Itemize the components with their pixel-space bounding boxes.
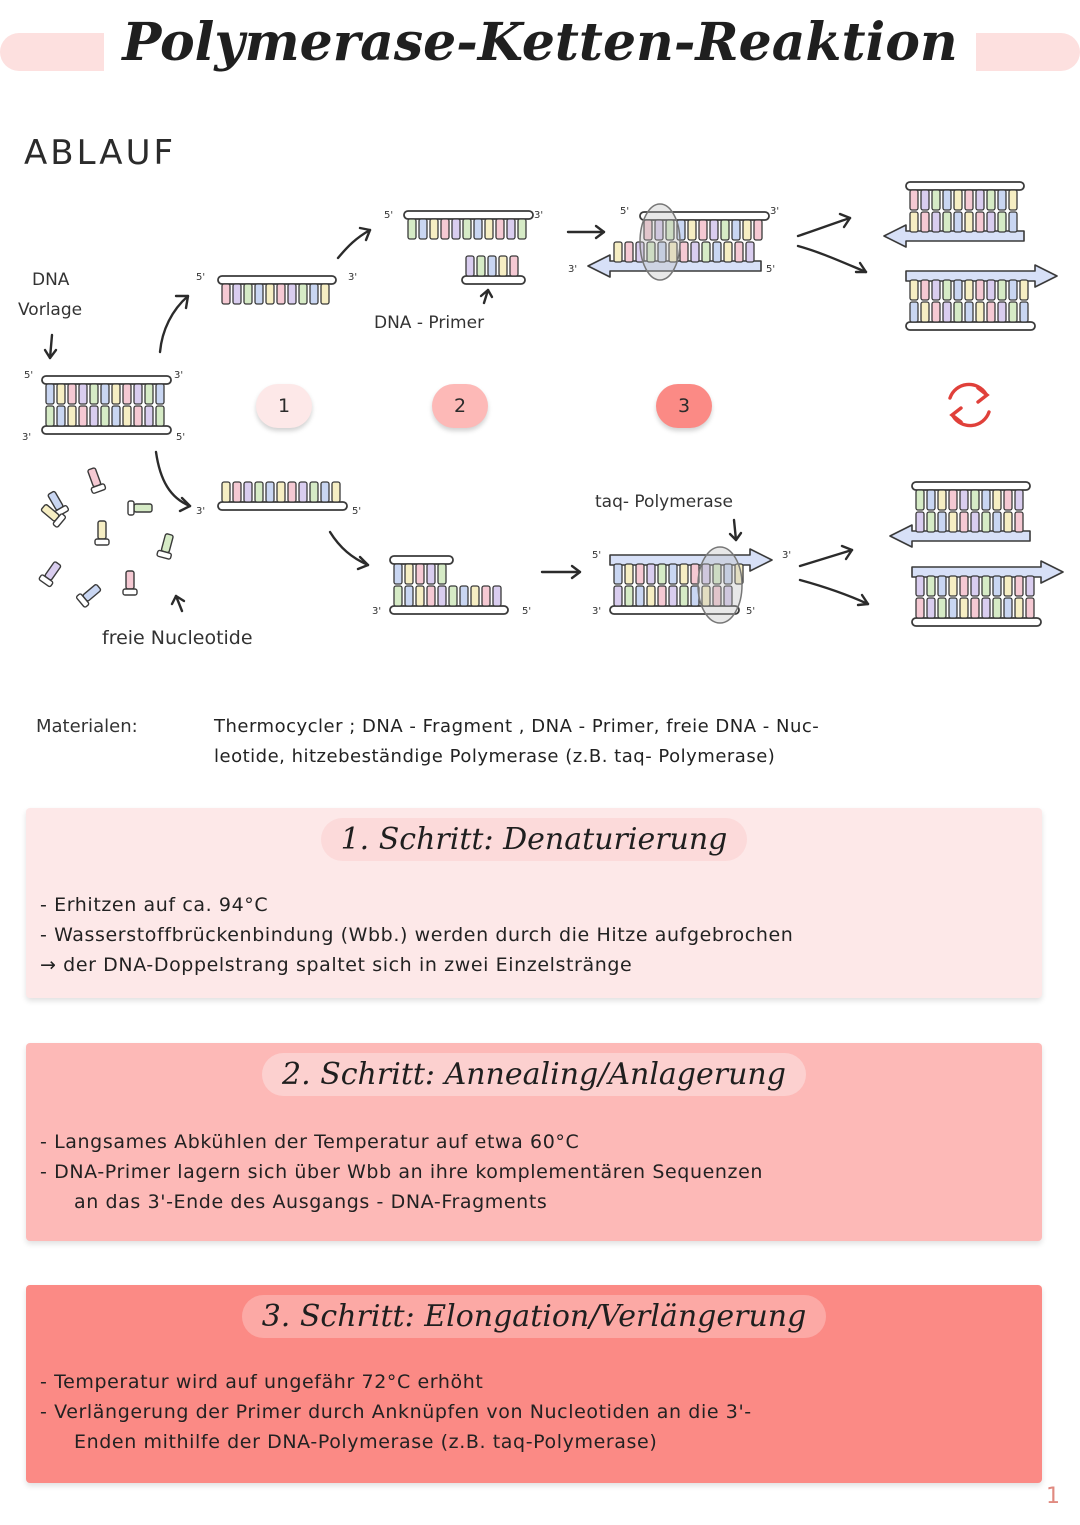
dna-strand-18 bbox=[911, 560, 1064, 597]
strand-end-label: 3' bbox=[534, 210, 543, 221]
dna-strand-12 bbox=[905, 181, 1025, 211]
free-nucleotide bbox=[38, 561, 62, 588]
dna-strand-13 bbox=[883, 211, 1025, 248]
materials-line-2: leotide, hitzebeständige Polymerase (z.B… bbox=[214, 746, 776, 767]
dna-strand-9 bbox=[587, 241, 762, 278]
strand-end-label: 3' bbox=[568, 264, 577, 275]
pcr-diagram: 5' 3' 3' 5' 5' 3' 3' 5' 5' 3' 3' 5' 5' 3' 3' 5' 5' 3' 3' 5' bbox=[22, 181, 1064, 627]
dna-strand-4 bbox=[403, 210, 534, 240]
step-1-line-2: Wasserstoffbrückenbindung (Wbb.) werden … bbox=[40, 920, 1030, 950]
strand-end-labels: 5' 3' 3' 5' 5' 3' 3' 5' 5' 3' 3' 5' 5' 3' 3' 5' 5' 3' 3' 5' bbox=[22, 206, 791, 617]
dna-strand-1 bbox=[41, 405, 172, 435]
strand-end-label: 5' bbox=[24, 370, 33, 381]
dna-strand-19 bbox=[911, 597, 1042, 627]
label-freie-nucleotide: freie Nucleotide bbox=[102, 627, 253, 649]
step-2-line-3: an das 3'-Ende des Ausgangs - DNA-Fragme… bbox=[74, 1191, 548, 1213]
dna-strand-10 bbox=[609, 548, 773, 585]
strand-end-label: 5' bbox=[592, 550, 601, 561]
strand-end-label: 5' bbox=[196, 272, 205, 283]
polymerase-oval-top bbox=[639, 203, 681, 281]
section-heading: ABLAUF bbox=[24, 133, 177, 173]
dna-strand-14 bbox=[905, 264, 1058, 301]
step-box-1: 1. Schritt: Denaturierung Erhitzen auf c… bbox=[26, 808, 1042, 998]
page-number: 1 bbox=[1046, 1484, 1060, 1509]
dna-strand-2 bbox=[217, 275, 337, 305]
strand-end-label: 5' bbox=[352, 506, 361, 517]
free-nucleotide bbox=[122, 570, 138, 596]
strand-end-label: 3' bbox=[372, 606, 381, 617]
step-3-list: Temperatur wird auf ungefähr 72°C erhöht… bbox=[40, 1367, 1030, 1457]
dna-strand-7 bbox=[389, 585, 509, 615]
dna-strand-11 bbox=[609, 585, 740, 615]
step-3-line-3: Enden mithilfe der DNA-Polymerase (z.B. … bbox=[74, 1431, 658, 1453]
step-1-line-3: der DNA-Doppelstrang spaltet sich in zwe… bbox=[40, 950, 1030, 980]
step-2-heading: 2. Schritt: Annealing/Anlagerung bbox=[26, 1053, 1042, 1096]
strand-end-label: 3' bbox=[770, 206, 779, 217]
free-nucleotide bbox=[87, 467, 107, 494]
step-1-heading-text: 1. Schritt: Denaturierung bbox=[320, 818, 748, 861]
strand-end-label: 5' bbox=[620, 206, 629, 217]
cycle-arrows-icon bbox=[948, 382, 991, 428]
label-dna: DNA bbox=[32, 270, 70, 290]
dna-strand-3 bbox=[217, 481, 348, 511]
step-1-heading: 1. Schritt: Denaturierung bbox=[26, 818, 1042, 861]
dna-strand-17 bbox=[889, 511, 1031, 548]
step-3-heading: 3. Schritt: Elongation/Verlängerung bbox=[26, 1295, 1042, 1338]
process-arrows bbox=[43, 212, 870, 613]
step-box-2: 2. Schritt: Annealing/Anlagerung Langsam… bbox=[26, 1043, 1042, 1241]
strand-end-label: 5' bbox=[746, 606, 755, 617]
materials-label: Materialen: bbox=[36, 716, 138, 737]
polymerase-oval-bottom bbox=[697, 546, 743, 624]
strand-end-label: 3' bbox=[782, 550, 791, 561]
dna-strand-0 bbox=[41, 375, 172, 405]
dna-strand-16 bbox=[911, 481, 1031, 511]
label-dna-primer: DNA - Primer bbox=[374, 313, 485, 333]
free-nucleotide bbox=[40, 504, 67, 528]
strand-end-label: 3' bbox=[592, 606, 601, 617]
step-2-heading-text: 2. Schritt: Annealing/Anlagerung bbox=[262, 1053, 806, 1096]
dna-strand-15 bbox=[905, 301, 1036, 331]
strand-end-label: 5' bbox=[766, 264, 775, 275]
strand-end-label: 5' bbox=[384, 210, 393, 221]
materials-text: Thermocycler ; DNA - Fragment , DNA - Pr… bbox=[214, 712, 1044, 772]
strand-end-label: 3' bbox=[348, 272, 357, 283]
strand-end-label: 3' bbox=[22, 432, 31, 443]
free-nucleotide bbox=[127, 500, 153, 516]
step-2-line-2: DNA-Primer lagern sich über Wbb an ihre … bbox=[40, 1157, 1030, 1187]
step-1-line-1: Erhitzen auf ca. 94°C bbox=[40, 890, 1030, 920]
page-title: Polymerase-Ketten-Reaktion bbox=[0, 12, 1080, 73]
step-2-list: Langsames Abkühlen der Temperatur auf et… bbox=[40, 1127, 1030, 1217]
strand-end-label: 5' bbox=[522, 606, 531, 617]
step-box-3: 3. Schritt: Elongation/Verlängerung Temp… bbox=[26, 1285, 1042, 1483]
label-taq-polymerase: taq- Polymerase bbox=[595, 492, 733, 512]
free-nucleotide bbox=[75, 584, 102, 608]
dna-strand-6 bbox=[389, 555, 454, 585]
label-vorlage: Vorlage bbox=[18, 300, 83, 320]
step-2-line-1: Langsames Abkühlen der Temperatur auf et… bbox=[40, 1127, 1030, 1157]
step-3-line-2: Verlängerung der Primer durch Anknüpfen … bbox=[40, 1397, 1030, 1427]
step-1-list: Erhitzen auf ca. 94°C Wasserstoffbrücken… bbox=[40, 890, 1030, 980]
dna-strands bbox=[38, 181, 1064, 627]
step-2-badge: 2 bbox=[432, 384, 488, 428]
free-nucleotide bbox=[94, 520, 110, 546]
step-3-heading-text: 3. Schritt: Elongation/Verlängerung bbox=[241, 1295, 827, 1338]
free-nucleotide bbox=[156, 533, 174, 560]
title-text: Polymerase-Ketten-Reaktion bbox=[104, 12, 976, 73]
strand-end-label: 5' bbox=[176, 432, 185, 443]
step-3-badge: 3 bbox=[656, 384, 712, 428]
materials-line-1: Thermocycler ; DNA - Fragment , DNA - Pr… bbox=[214, 716, 820, 737]
step-1-badge: 1 bbox=[256, 384, 312, 428]
strand-end-label: 3' bbox=[174, 370, 183, 381]
dna-strand-5 bbox=[461, 255, 526, 285]
strand-end-label: 3' bbox=[196, 506, 205, 517]
step-3-line-1: Temperatur wird auf ungefähr 72°C erhöht bbox=[40, 1367, 1030, 1397]
